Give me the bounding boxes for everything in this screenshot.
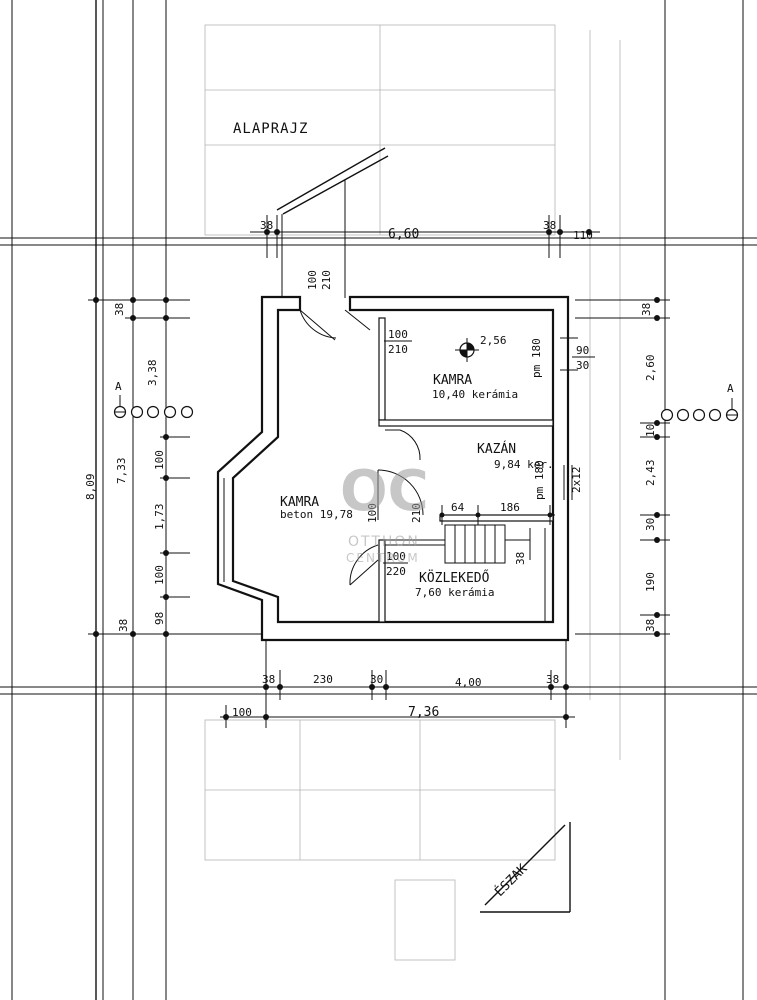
dim-left-7: 98 — [153, 612, 166, 625]
dim-top-2: 6,60 — [388, 227, 419, 242]
stair-code: 2x12 — [570, 467, 583, 494]
left-dimension-chains — [88, 297, 265, 637]
dim-left-total: 8,09 — [84, 474, 97, 501]
window-height: 30 — [576, 359, 589, 372]
width-64: 64 — [451, 501, 465, 514]
dim-bottom-6: 100 — [232, 706, 252, 719]
plan-title: ALAPRAJZ — [233, 121, 308, 137]
section-marker-left: A — [113, 380, 194, 419]
dim-left-4: 7,33 — [115, 458, 128, 485]
door-swings — [299, 309, 424, 586]
dim-right-6: 190 — [644, 572, 657, 592]
dim-left-1: 38 — [113, 303, 126, 316]
dim-left-6: 100 — [153, 565, 166, 585]
left-dimension-labels: 38 3,38 100 7,33 1,73 100 98 38 8,09 — [84, 303, 166, 632]
interior-stair — [444, 524, 546, 622]
dim-bottom-2: 230 — [313, 673, 333, 686]
room-kazan-name: KAZÁN — [477, 441, 516, 457]
room-kazan-detail: 9,84 ker. — [494, 458, 554, 471]
top-dimension-chain — [250, 215, 600, 258]
section-marker-right: A — [660, 382, 739, 422]
room-kamra-1-name: KAMRA — [433, 373, 472, 388]
dim-bottom-3: 30 — [370, 673, 383, 686]
room-labels: KAMRA 10,40 kerámia KAZÁN 9,84 ker. KAMR… — [280, 373, 554, 599]
north-label: ÉSZAK — [492, 861, 531, 900]
room-kamra-1-detail: 10,40 kerámia — [432, 388, 518, 401]
dim-right-3: 10 — [644, 424, 657, 437]
dim-right-1: 38 — [640, 303, 653, 316]
entry-width: 100 — [306, 270, 319, 290]
north-arrow: ÉSZAK — [480, 822, 571, 913]
section-marker-right-label: A — [727, 382, 734, 395]
pm-label-1: pm 180 — [530, 338, 543, 378]
dim-right-4: 2,43 — [644, 460, 657, 487]
room-kozlekedo-name: KÖZLEKEDŐ — [419, 569, 490, 586]
internal-dimension-ticks — [439, 505, 555, 525]
right-dimension-labels: 38 2,60 10 2,43 30 190 38 — [640, 303, 657, 632]
window-right — [560, 337, 578, 500]
room-kozlekedo-detail: 7,60 kerámia — [415, 586, 494, 599]
level-marker — [455, 338, 479, 362]
section-marker-left-label: A — [115, 380, 122, 393]
room-kamra-2-name: KAMRA — [280, 495, 319, 510]
dim-right-7: 38 — [644, 619, 657, 632]
door2-height: 210 — [410, 503, 423, 523]
entry-height: 210 — [320, 270, 333, 290]
dim-top-3: 38 — [543, 219, 556, 232]
right-dimension-chains — [575, 297, 670, 637]
room-kamra-2-detail: beton 19,78 — [280, 508, 353, 521]
watermark-line2: CENTRUM — [346, 551, 420, 565]
entry-stair — [276, 147, 389, 298]
dim-right-5: 30 — [644, 518, 657, 531]
dim-bottom-1: 38 — [262, 673, 275, 686]
dim-top-1: 38 — [260, 219, 273, 232]
dim-left-8: 38 — [117, 619, 130, 632]
dim-bottom-4: 4,00 — [455, 676, 482, 689]
pm-label-2: pm 180 — [533, 460, 546, 500]
door3-height: 220 — [386, 565, 406, 578]
door1-width: 100 — [388, 328, 408, 341]
dim-right-2: 2,60 — [644, 355, 657, 382]
dim-left-5: 1,73 — [153, 504, 166, 531]
dim-bottom-total: 7,36 — [408, 705, 439, 720]
watermark-logo: OC OTTHON CENTRUM — [340, 459, 429, 565]
door2-width: 100 — [366, 503, 379, 523]
watermark-line1: OTTHON — [348, 534, 420, 550]
dim-top-4: 110 — [573, 229, 593, 242]
width-38: 38 — [514, 552, 527, 565]
background-bleed-lines — [204, 24, 621, 961]
dim-left-3: 100 — [153, 450, 166, 470]
width-186: 186 — [500, 501, 520, 514]
door1-height: 210 — [388, 343, 408, 356]
window-width: 90 — [576, 344, 589, 357]
level-value: 2,56 — [480, 334, 507, 347]
door3-width: 100 — [386, 550, 406, 563]
building-walls — [216, 295, 570, 642]
opening-labels: 100 210 100 210 2,56 pm 180 90 30 pm 180… — [306, 270, 595, 578]
dim-left-2: 3,38 — [146, 360, 159, 387]
bottom-dimension-chains — [220, 640, 575, 728]
dim-bottom-5: 38 — [546, 673, 559, 686]
watermark-initials: OC — [340, 459, 429, 524]
